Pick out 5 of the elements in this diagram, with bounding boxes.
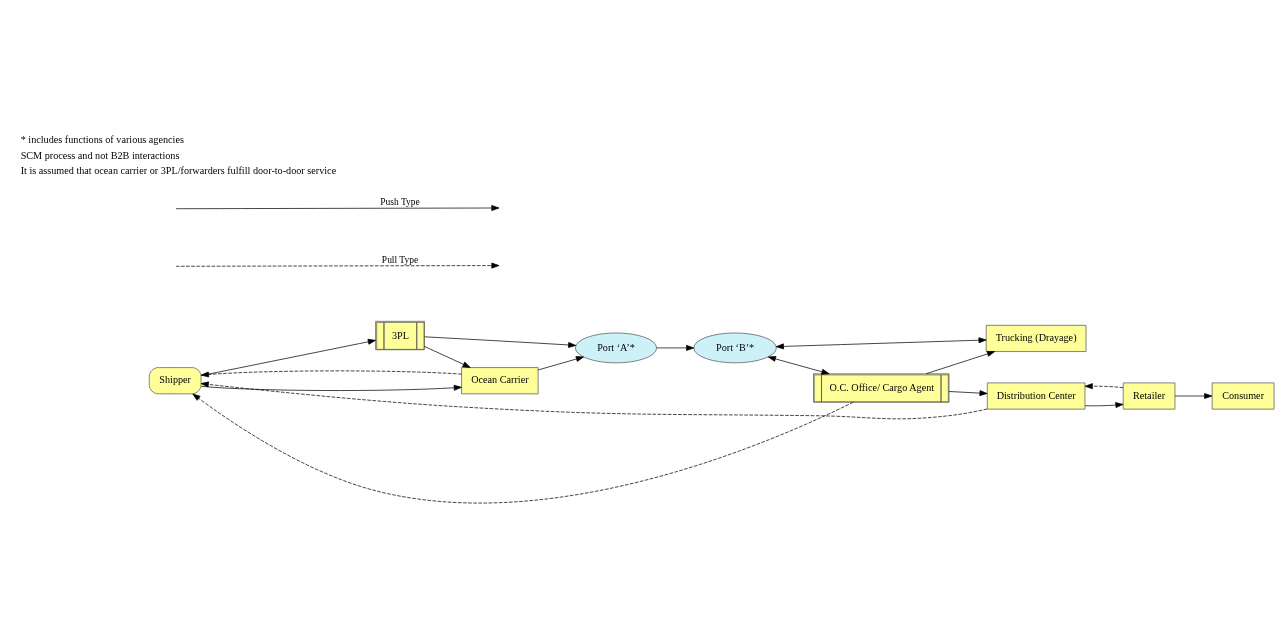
label: It is assumed that ocean carrier or 3PL/forwarders fulfill door-to-door service [20, 164, 337, 176]
legend-label: Push Type [380, 196, 420, 207]
label: SCM process and not B2B interactions [20, 149, 180, 161]
legend-label: Pull Type [381, 254, 419, 265]
label: * includes functions of various agencies [20, 133, 184, 145]
